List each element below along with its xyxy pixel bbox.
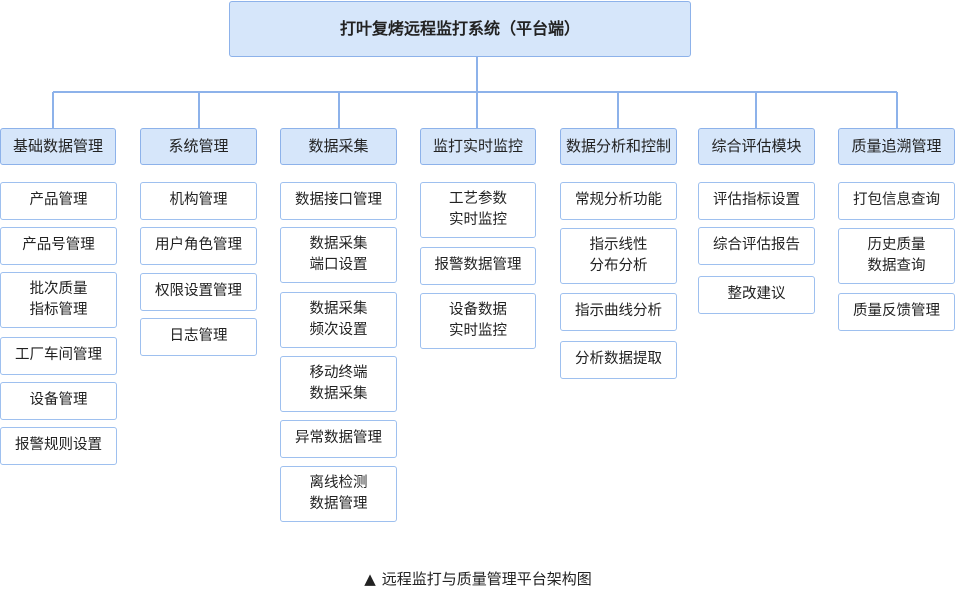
category-basic-data: 基础数据管理 <box>0 128 116 165</box>
item-evaluation-index-settings: 评估指标设置 <box>698 182 815 220</box>
item-curve-analysis: 指示曲线分析 <box>560 293 677 331</box>
item-alarm-rule-settings: 报警规则设置 <box>0 427 117 465</box>
item-permission-settings: 权限设置管理 <box>140 273 257 311</box>
item-factory-workshop: 工厂车间管理 <box>0 337 117 375</box>
item-organization-management: 机构管理 <box>140 182 257 220</box>
item-collection-port-settings: 数据采集 端口设置 <box>280 227 397 283</box>
item-packing-info-query: 打包信息查询 <box>838 182 955 220</box>
item-historical-quality-query: 历史质量 数据查询 <box>838 228 955 284</box>
category-comprehensive-evaluation: 综合评估模块 <box>698 128 815 165</box>
item-analysis-data-extraction: 分析数据提取 <box>560 341 677 379</box>
item-collection-frequency-settings: 数据采集 频次设置 <box>280 292 397 348</box>
item-equipment-management: 设备管理 <box>0 382 117 420</box>
item-log-management: 日志管理 <box>140 318 257 356</box>
item-process-parameter-monitoring: 工艺参数 实时监控 <box>420 182 536 238</box>
triangle-marker-icon: ▲ <box>364 570 376 588</box>
item-rectification-suggestions: 整改建议 <box>698 276 815 314</box>
item-product-number-management: 产品号管理 <box>0 227 117 265</box>
item-evaluation-report: 综合评估报告 <box>698 227 815 265</box>
item-data-interface-management: 数据接口管理 <box>280 182 397 220</box>
figure-caption: ▲ 远程监打与质量管理平台架构图 <box>0 568 956 589</box>
item-user-role-management: 用户角色管理 <box>140 227 257 265</box>
item-product-management: 产品管理 <box>0 182 117 220</box>
category-data-collection: 数据采集 <box>280 128 397 165</box>
category-quality-traceability: 质量追溯管理 <box>838 128 955 165</box>
item-equipment-data-monitoring: 设备数据 实时监控 <box>420 293 536 349</box>
category-system-management: 系统管理 <box>140 128 257 165</box>
category-realtime-monitoring: 监打实时监控 <box>420 128 536 165</box>
item-batch-quality-index: 批次质量 指标管理 <box>0 272 117 328</box>
item-regular-analysis: 常规分析功能 <box>560 182 677 220</box>
item-offline-detection-data: 离线检测 数据管理 <box>280 466 397 522</box>
item-linear-distribution-analysis: 指示线性 分布分析 <box>560 228 677 284</box>
category-data-analysis-control: 数据分析和控制 <box>560 128 677 165</box>
item-alarm-data-management: 报警数据管理 <box>420 247 536 285</box>
caption-text: 远程监打与质量管理平台架构图 <box>381 570 592 588</box>
item-mobile-terminal-collection: 移动终端 数据采集 <box>280 356 397 412</box>
item-abnormal-data-management: 异常数据管理 <box>280 420 397 458</box>
system-title-box: 打叶复烤远程监打系统（平台端） <box>229 1 691 57</box>
item-quality-feedback: 质量反馈管理 <box>838 293 955 331</box>
